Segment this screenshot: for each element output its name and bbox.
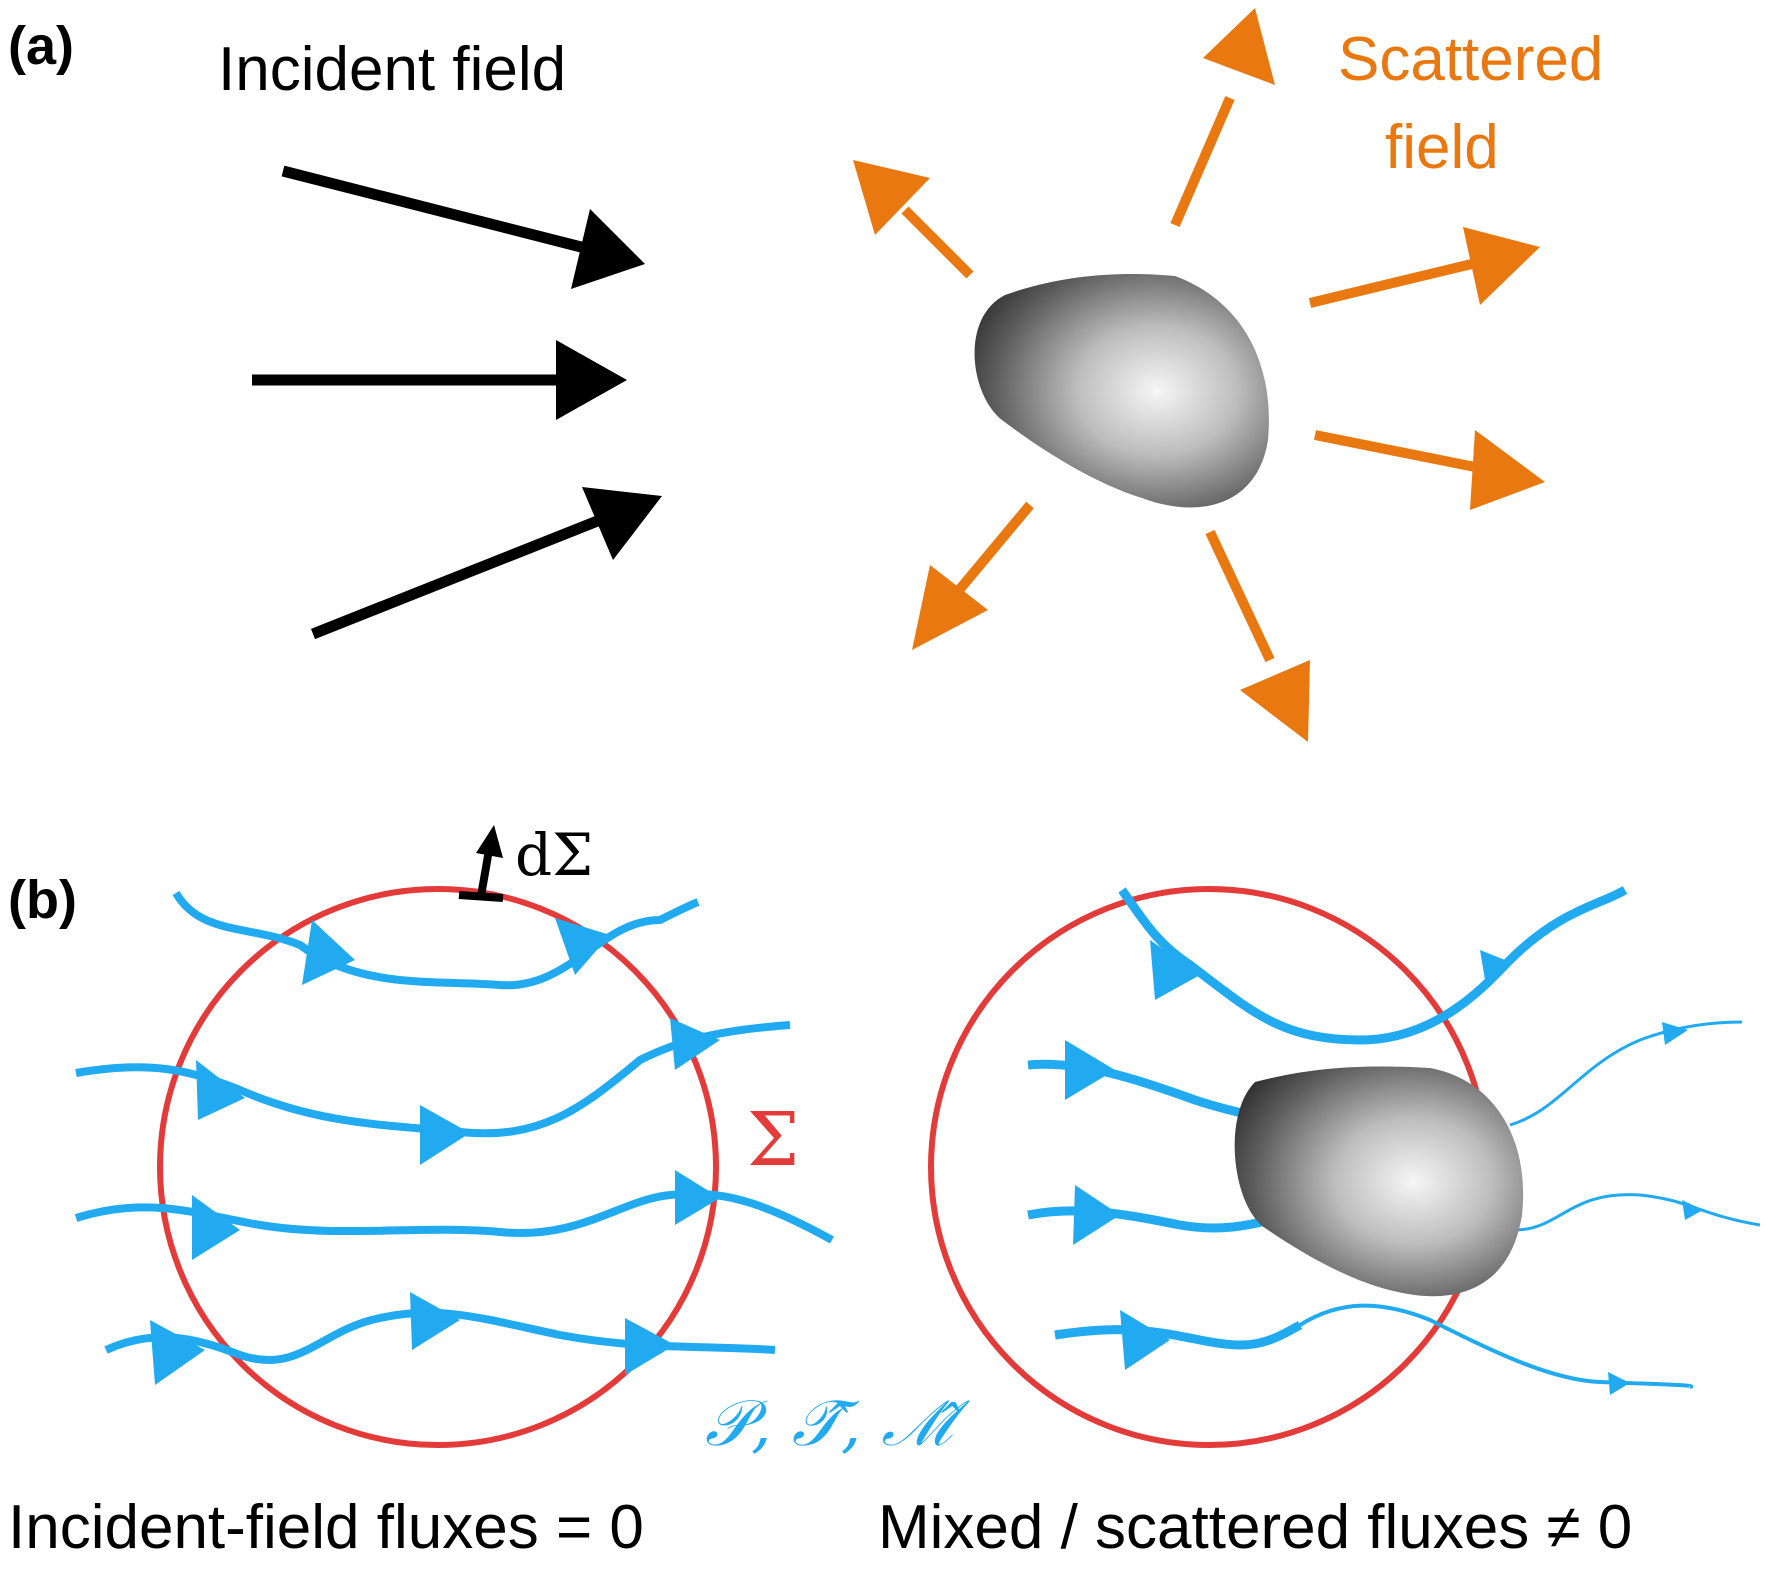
panel-a-label: (a)	[8, 16, 74, 76]
flux-quantities-label: 𝒫, 𝒯̂, ℳ̂	[705, 1387, 971, 1461]
flux-line	[1298, 1303, 1694, 1389]
scattered-arrow-up-left	[853, 160, 974, 279]
surface-element-label: dΣ	[515, 821, 593, 889]
scattered-arrow-down-right	[1205, 529, 1310, 742]
caption-mixed-scattered-fluxes: Mixed / scattered fluxes ≠ 0	[878, 1493, 1632, 1562]
surface-sigma-label: Σ	[747, 1097, 799, 1183]
scattered-arrow-right-upper	[1308, 227, 1540, 308]
flux-line	[74, 1189, 834, 1244]
left-diagram: dΣ Σ 𝒫, 𝒯̂, ℳ̂	[74, 821, 971, 1461]
surface-element-arrow	[458, 825, 504, 902]
caption-incident-fluxes: Incident-field fluxes = 0	[8, 1493, 644, 1562]
incident-arrow-lower	[310, 487, 662, 640]
scatterer-particle-in-surface	[1234, 1066, 1524, 1297]
panel-a: (a) Incident field Scattered field	[8, 8, 1603, 742]
scattered-field-label-line2: field	[1385, 113, 1499, 182]
incident-field-label: Incident field	[218, 35, 566, 104]
scattered-field-label-line1: Scattered	[1338, 25, 1603, 94]
flux-line	[1027, 1206, 1272, 1233]
flux-line	[1118, 886, 1628, 1045]
right-diagram	[928, 886, 1761, 1448]
flux-line	[1054, 1321, 1303, 1350]
flux-arrowheads-left	[150, 918, 720, 1385]
scattered-arrow-right-lower	[1314, 430, 1545, 510]
scatterer-particle	[974, 273, 1269, 508]
scattered-arrows	[853, 8, 1545, 742]
flux-line	[1027, 1059, 1266, 1123]
scattered-arrow-down-left	[912, 501, 1034, 650]
surface-sigma-left	[157, 886, 719, 1448]
flux-line	[172, 890, 700, 990]
panel-b: (b) dΣ Σ	[8, 821, 1761, 1562]
flux-line	[1514, 1193, 1761, 1232]
incident-arrow-upper	[281, 165, 645, 289]
incident-arrows	[252, 165, 662, 640]
flux-line	[1509, 1020, 1743, 1127]
panel-b-label: (b)	[8, 870, 77, 930]
incident-arrow-middle	[252, 340, 627, 420]
flux-arrowheads-right	[1065, 940, 1703, 1395]
scattered-arrow-up-right	[1170, 8, 1275, 227]
